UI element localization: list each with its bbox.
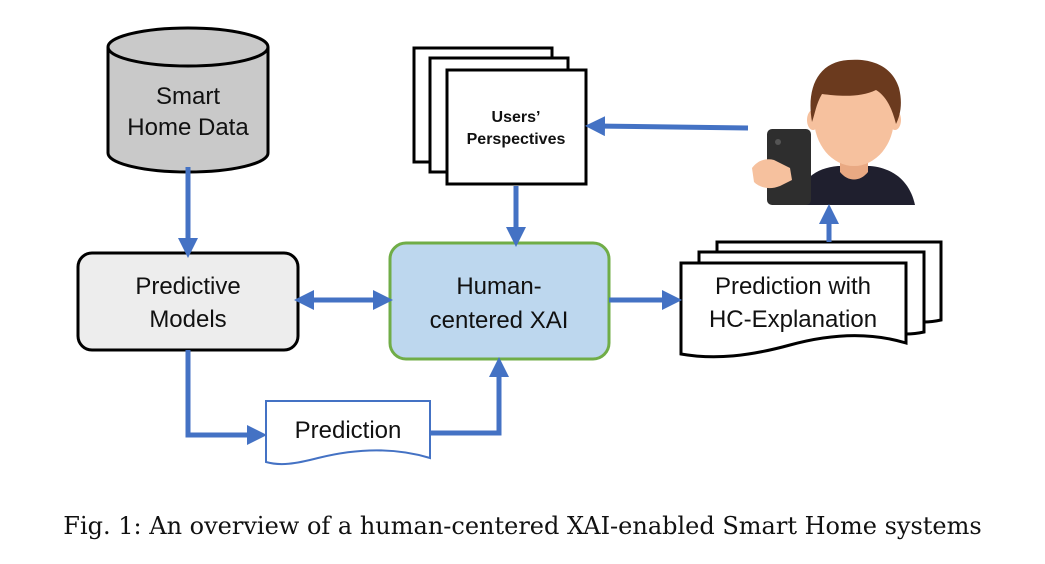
smart-home-data-label-line2: Home Data: [127, 114, 249, 141]
predictive-models-box: Predictive Models: [76, 251, 300, 352]
smart-home-data-label-line1: Smart: [156, 83, 220, 110]
prediction-explanation-label-line2: HC-Explanation: [709, 306, 877, 333]
users-perspectives-label-line2: Perspectives: [467, 131, 566, 148]
users-perspectives-label-line1: Users’: [492, 109, 541, 126]
human-centered-xai-box: Human- centered XAI: [388, 241, 611, 361]
person-with-smartphone-icon: [752, 59, 915, 205]
arrow-prediction-to-xai: [430, 357, 509, 436]
human-centered-xai-label-line1: Human-: [456, 273, 541, 300]
arrow-models-to-prediction: [185, 350, 267, 445]
predictive-models-label-line1: Predictive: [135, 273, 240, 300]
smart-home-data-cylinder: Smart Home Data: [106, 26, 270, 174]
prediction-explanation-stack: Prediction with HC-Explanation: [679, 240, 943, 359]
prediction-document: Prediction: [265, 400, 431, 466]
arrows: [178, 116, 839, 445]
predictive-models-label-line2: Models: [149, 306, 226, 333]
human-centered-xai-label-line2: centered XAI: [430, 307, 569, 334]
users-perspectives-stack: Users’ Perspectives: [412, 46, 588, 186]
prediction-explanation-label-line1: Prediction with: [715, 273, 871, 300]
figure-caption: Fig. 1: An overview of a human-centered …: [63, 512, 982, 540]
arrow-user-to-perspectives: [585, 116, 749, 137]
prediction-label: Prediction: [295, 417, 402, 444]
